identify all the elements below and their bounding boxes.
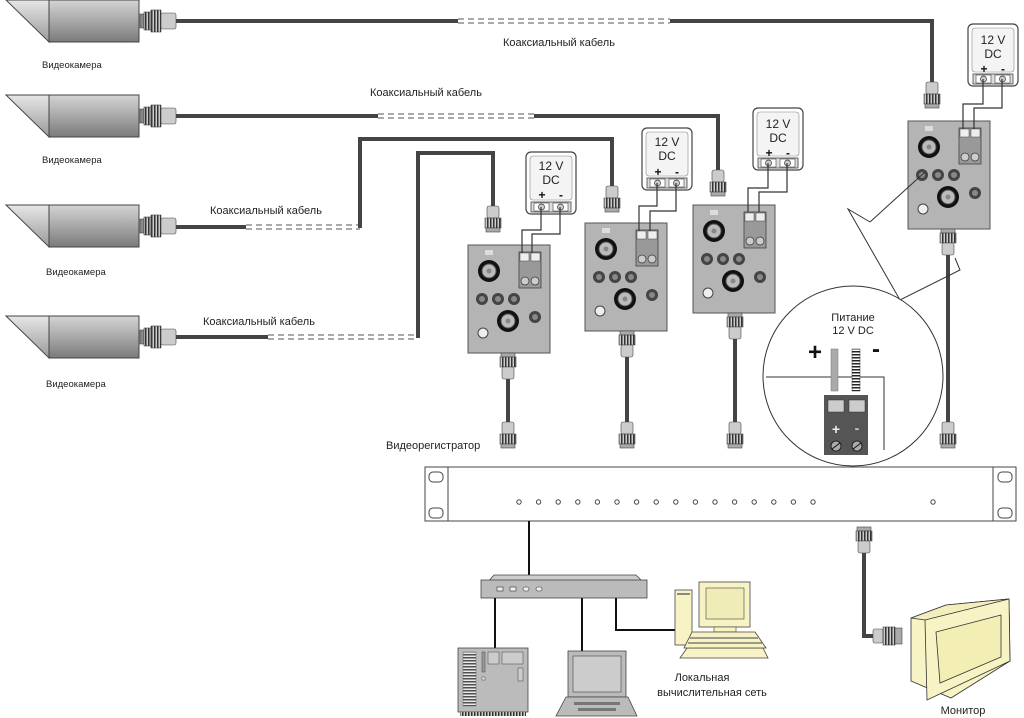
- psu-type: DC: [542, 173, 560, 187]
- psu-minus: -: [675, 165, 679, 179]
- psu-plus: +: [980, 62, 987, 76]
- recorder-label: Видеорегистратор: [386, 440, 480, 452]
- psu-type: DC: [658, 149, 676, 163]
- power-supply-2: 12 V DC + -: [638, 127, 693, 231]
- cable-label-1: Коаксиальный кабель: [503, 37, 615, 49]
- indicator-row: [516, 499, 936, 505]
- indicator-led: [673, 499, 679, 505]
- wire-negative: [851, 348, 861, 392]
- psu-minus: -: [786, 146, 790, 160]
- indicator-led: [751, 499, 757, 505]
- camera-label: Видеокамера: [42, 155, 102, 166]
- indicator-led: [555, 499, 561, 505]
- camera-label: Видеокамера: [42, 60, 102, 71]
- indicator-led: [653, 499, 659, 505]
- network-switch: [480, 574, 648, 599]
- callout-plus-sign: +: [808, 339, 822, 366]
- callout-subtitle: 12 V DC: [832, 325, 874, 337]
- coax-cable-2: [172, 113, 720, 170]
- psu-plus: +: [765, 146, 772, 160]
- power-supply-3: 12 V DC + -: [747, 107, 804, 212]
- monitor-connection: [855, 526, 903, 646]
- psu-minus: -: [559, 188, 563, 202]
- monitor-label: Монитор: [941, 705, 986, 717]
- camera-1: Видеокамера: [5, 0, 177, 71]
- camera-2: Видеокамера: [5, 94, 177, 166]
- psu-voltage: 12 V: [539, 159, 564, 173]
- indicator-led: [692, 499, 699, 505]
- psu-type: DC: [984, 47, 1002, 61]
- coax-cable-3: [172, 137, 614, 230]
- camera-4: Видеокамера: [5, 315, 177, 390]
- psu-plus: +: [654, 165, 661, 179]
- psu-type: DC: [769, 131, 787, 145]
- psu-voltage: 12 V: [766, 117, 791, 131]
- output-cable-2: [618, 330, 636, 449]
- network-label-line2: вычислительная сеть: [657, 687, 767, 699]
- power-supply-4: 12 V DC + -: [962, 23, 1019, 129]
- terminal-minus: -: [855, 420, 860, 436]
- indicator-led: [790, 499, 797, 505]
- output-cable-1: [499, 352, 517, 449]
- network: Локальная вычислительная сеть: [457, 521, 769, 717]
- coax-cable-4: [172, 151, 495, 340]
- output-cable-3: [726, 312, 744, 449]
- transceiver-2: [584, 185, 668, 332]
- indicator-led: [771, 499, 777, 505]
- server-icon: [457, 647, 529, 716]
- indicator-led-extra: [930, 499, 936, 505]
- video-recorder: [424, 466, 1017, 522]
- camera-label: Видеокамера: [46, 267, 106, 278]
- camera-3: Видеокамера: [5, 204, 177, 278]
- psu-plus: +: [538, 188, 545, 202]
- psu-voltage: 12 V: [981, 33, 1006, 47]
- indicator-led: [575, 499, 581, 505]
- power-callout: Питание 12 V DC + - + -: [762, 171, 961, 467]
- indicator-led: [594, 499, 601, 505]
- callout-minus-sign: -: [872, 336, 880, 363]
- psu-minus: -: [1001, 62, 1005, 76]
- callout-title: Питание: [831, 312, 874, 324]
- cable-label-4: Коаксиальный кабель: [203, 316, 315, 328]
- indicator-led: [535, 499, 542, 505]
- cable-label-3: Коаксиальный кабель: [210, 205, 322, 217]
- indicator-led: [731, 499, 738, 505]
- indicator-led: [614, 499, 620, 505]
- indicator-led: [633, 499, 640, 505]
- camera-label: Видеокамера: [46, 379, 106, 390]
- wire-positive: [830, 348, 839, 392]
- psu-voltage: 12 V: [655, 135, 680, 149]
- transceiver-1: [467, 205, 551, 354]
- terminal-plus: +: [832, 421, 840, 437]
- desktop-computer-icon: [674, 581, 769, 659]
- monitor-icon: Монитор: [910, 598, 1011, 717]
- coax-cable-1: [172, 18, 934, 82]
- network-label-line1: Локальная: [675, 672, 730, 684]
- indicator-led: [712, 499, 718, 505]
- output-cable-4: [939, 228, 957, 449]
- power-supply-1: 12 V DC + -: [521, 151, 577, 253]
- cable-label-2: Коаксиальный кабель: [370, 87, 482, 99]
- laptop-icon: [555, 650, 638, 717]
- indicator-led: [516, 499, 522, 505]
- indicator-led: [810, 499, 816, 505]
